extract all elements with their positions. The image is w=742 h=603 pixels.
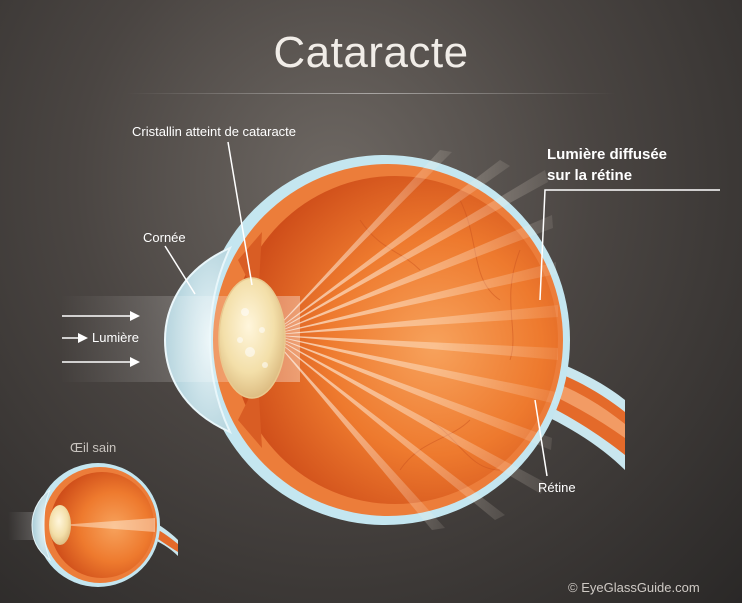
cataract-lens xyxy=(218,277,286,399)
diagram-title: Cataracte xyxy=(273,28,469,77)
cornea-leader xyxy=(164,245,196,295)
scattered-light-label: Lumière diffusée sur la rétine xyxy=(547,144,667,186)
title-divider xyxy=(126,93,616,94)
scattered-rays xyxy=(270,150,558,530)
eyeball-interior xyxy=(232,176,558,504)
light-arrows xyxy=(62,311,140,367)
lens-label: Cristallin atteint de cataracte xyxy=(132,124,297,139)
cornea-label: Cornée xyxy=(143,230,186,245)
light-label: Lumière xyxy=(92,330,139,345)
copyright-text: © EyeGlassGuide.com xyxy=(568,580,700,595)
healthy-eye-label: Œil sain xyxy=(70,440,117,455)
healthy-eye-illustration xyxy=(8,463,178,587)
retina-leader xyxy=(534,399,548,477)
scattered-leader xyxy=(539,189,720,301)
scattered-light-line1: Lumière diffusée xyxy=(547,146,668,163)
retina-label: Rétine xyxy=(538,480,576,495)
scattered-light-line2: sur la rétine xyxy=(547,167,633,184)
lens-leader xyxy=(227,141,253,286)
